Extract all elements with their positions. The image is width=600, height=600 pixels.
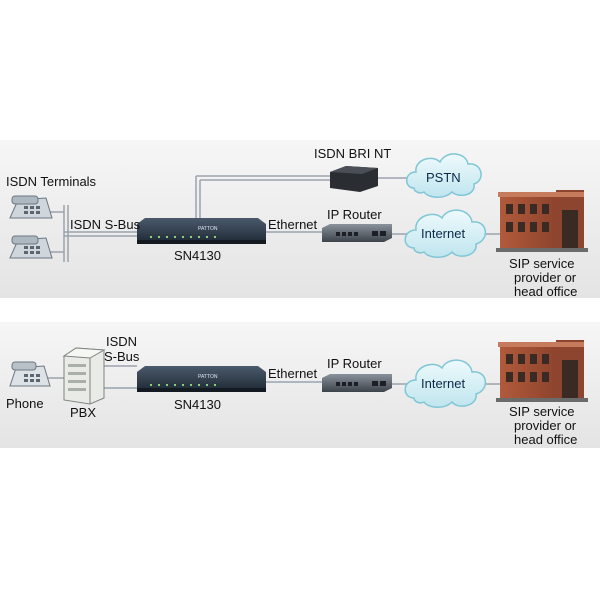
isdn-bri-nt-icon (330, 166, 378, 192)
sip-label-bottom-line1: SIP service (509, 404, 575, 419)
isdn-terminal-2-icon (9, 235, 53, 259)
isdn-label-bottom-line1: ISDN (106, 334, 137, 349)
sip-label-top-line3: head office (514, 284, 577, 299)
internet-label-top: Internet (421, 226, 465, 241)
pbx-label: PBX (70, 405, 96, 420)
isdn-terminal-1-icon (9, 195, 53, 219)
sn4130-device-bottom-icon: PATTON (137, 366, 266, 392)
pstn-label: PSTN (426, 170, 461, 185)
device-brand-label-top: PATTON (198, 226, 218, 232)
pbx-icon (62, 347, 106, 405)
sn4130-label-top: SN4130 (174, 248, 221, 263)
phone-icon (9, 361, 51, 387)
ip-router-bottom-icon (322, 374, 392, 392)
phone-label: Phone (6, 396, 44, 411)
isdn-bri-nt-label: ISDN BRI NT (314, 146, 391, 161)
isdn-label-bottom-line2: S-Bus (104, 349, 140, 364)
sip-label-bottom-line2: provider or (514, 418, 577, 433)
sip-label-top-line2: provider or (514, 270, 577, 285)
sn4130-label-bottom: SN4130 (174, 397, 221, 412)
ip-router-label-top: IP Router (327, 207, 382, 222)
internet-cloud-bottom-icon (404, 359, 486, 408)
ip-router-label-bottom: IP Router (327, 356, 382, 371)
internet-cloud-top-icon (404, 209, 486, 258)
ethernet-label-top: Ethernet (268, 217, 318, 232)
ip-router-top-icon (322, 224, 392, 242)
sip-label-top-line1: SIP service (509, 256, 575, 271)
isdn-terminals-label: ISDN Terminals (6, 174, 97, 189)
internet-label-bottom: Internet (421, 376, 465, 391)
sn4130-device-top-icon: PATTON (137, 218, 266, 244)
device-brand-label-bottom: PATTON (198, 374, 218, 380)
building-top-icon (496, 190, 588, 252)
building-bottom-icon (496, 340, 588, 402)
isdn-sbus-label-top: ISDN S-Bus (70, 217, 141, 232)
sip-label-bottom-line3: head office (514, 432, 577, 447)
ethernet-label-bottom: Ethernet (268, 366, 318, 381)
pstn-cloud-icon (406, 153, 482, 198)
